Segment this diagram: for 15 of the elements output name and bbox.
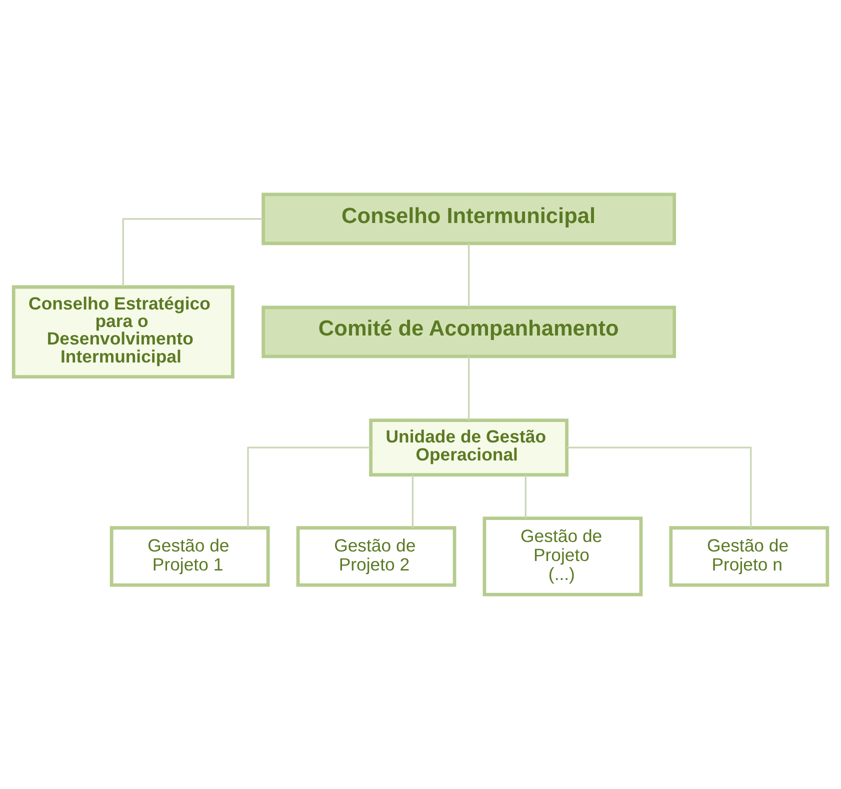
connector xyxy=(567,446,752,528)
connector xyxy=(468,243,470,308)
node-box: Gestão de Projeto (...) xyxy=(482,516,643,596)
connector xyxy=(412,475,414,528)
connector xyxy=(468,356,470,420)
node-box: Gestão de Projeto 2 xyxy=(296,526,456,587)
node-box: Conselho Intermunicipal xyxy=(262,192,676,246)
connector xyxy=(247,446,371,528)
node-box: Gestão de Projeto n xyxy=(669,526,830,587)
node-box: Comité de Acompanhamento xyxy=(262,306,676,358)
node-box: Conselho Estratégico para o Desenvolvimento Intermunicipal xyxy=(12,285,234,378)
connector xyxy=(524,475,526,518)
node-box: Unidade de Gestão Operacional xyxy=(369,418,568,476)
connector xyxy=(122,218,264,287)
node-box: Gestão de Projeto 1 xyxy=(110,526,270,587)
